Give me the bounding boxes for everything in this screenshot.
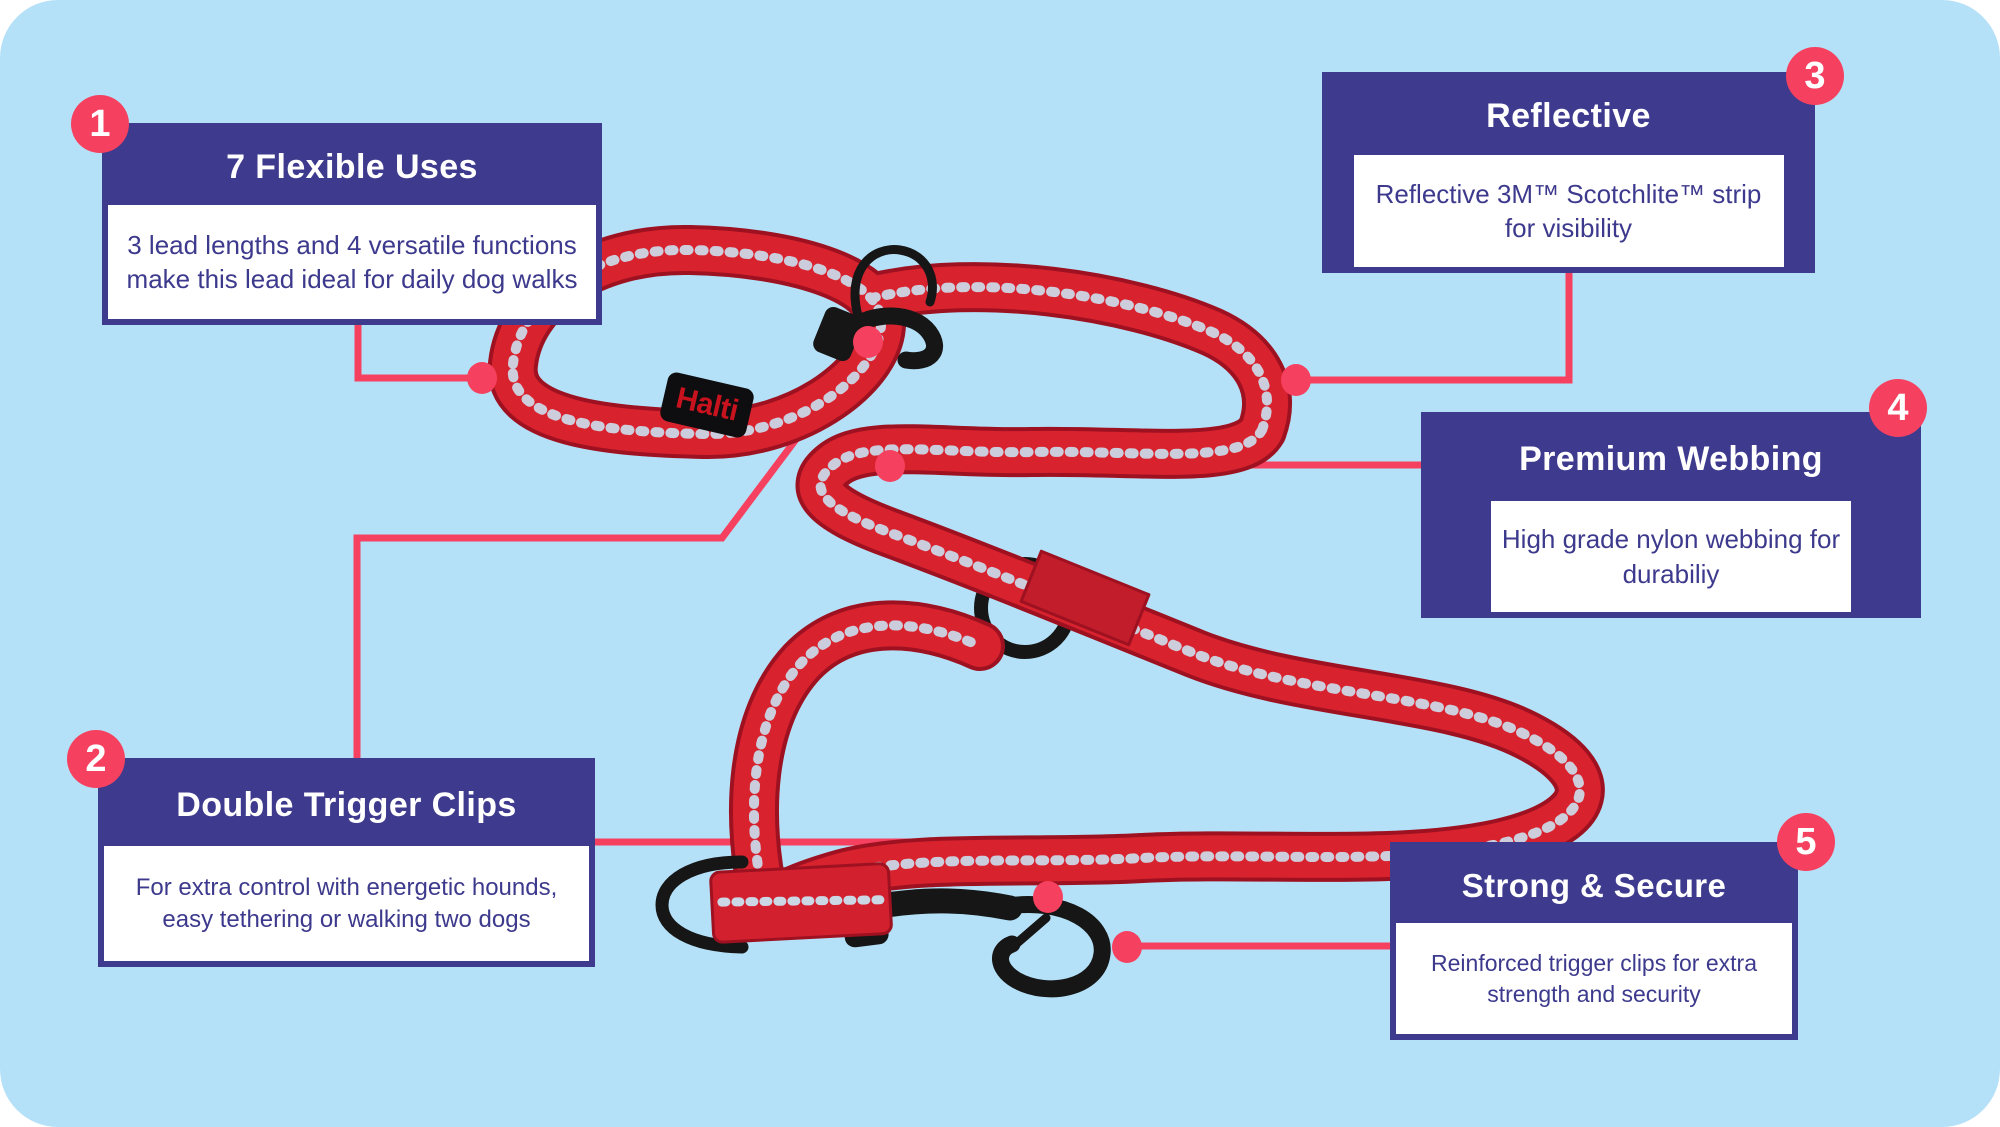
badge-1: 1: [71, 95, 129, 153]
reflective-strip-middle: [757, 425, 1585, 921]
badge-2: 2: [67, 730, 125, 788]
callout-5-body: Reinforced trigger clips for extra stren…: [1396, 923, 1792, 1034]
callout-5-title: Strong & Secure: [1461, 866, 1727, 904]
callout-dot-4: [875, 450, 905, 482]
connector-line-3: [1300, 273, 1573, 384]
callout-reflective: Reflective Reflective 3M™ Scotchlite™ st…: [1322, 72, 1815, 273]
callout-4-title: Premium Webbing: [1519, 440, 1823, 478]
callout-dot-1: [467, 362, 497, 394]
leash-artwork: [487, 224, 1605, 998]
o-ring-webbing-patch: [1019, 549, 1151, 647]
badge-3: 3: [1786, 47, 1844, 105]
callout-1-body: 3 lead lengths and 4 versatile functions…: [108, 205, 596, 319]
callout-1-title: 7 Flexible Uses: [226, 147, 478, 186]
strap-slider: [709, 862, 893, 944]
connector-line-1: [354, 325, 478, 382]
callout-3-title: Reflective: [1486, 97, 1651, 135]
callout-2-title: Double Trigger Clips: [176, 785, 517, 824]
reflective-strip-end: [748, 620, 985, 913]
callout-4-body: High grade nylon webbing for durabiliy: [1491, 501, 1851, 612]
top-trigger-clip-icon: [813, 245, 943, 370]
callout-strong-secure: Strong & Secure Reinforced trigger clips…: [1390, 842, 1798, 1040]
reflective-strip-top: [867, 282, 1272, 435]
callout-dot-2a: [853, 326, 883, 358]
d-ring-icon: [655, 855, 749, 954]
halti-brand-label: Halti: [672, 381, 742, 428]
callout-3-body: Reflective 3M™ Scotchlite™ strip for vis…: [1353, 155, 1784, 267]
callout-flexible-uses: 7 Flexible Uses 3 lead lengths and 4 ver…: [102, 123, 602, 325]
badge-5: 5: [1777, 813, 1835, 871]
callout-premium-webbing: Premium Webbing High grade nylon webbing…: [1421, 412, 1921, 618]
callout-dots: [467, 326, 1311, 963]
badge-4: 4: [1869, 379, 1927, 437]
callout-dot-5: [1112, 931, 1142, 963]
callout-2-body: For extra control with energetic hounds,…: [104, 846, 589, 961]
callout-double-trigger-clips: Double Trigger Clips For extra control w…: [98, 758, 595, 967]
callout-dot-2b: [1033, 881, 1063, 913]
callout-dot-3: [1281, 364, 1311, 396]
